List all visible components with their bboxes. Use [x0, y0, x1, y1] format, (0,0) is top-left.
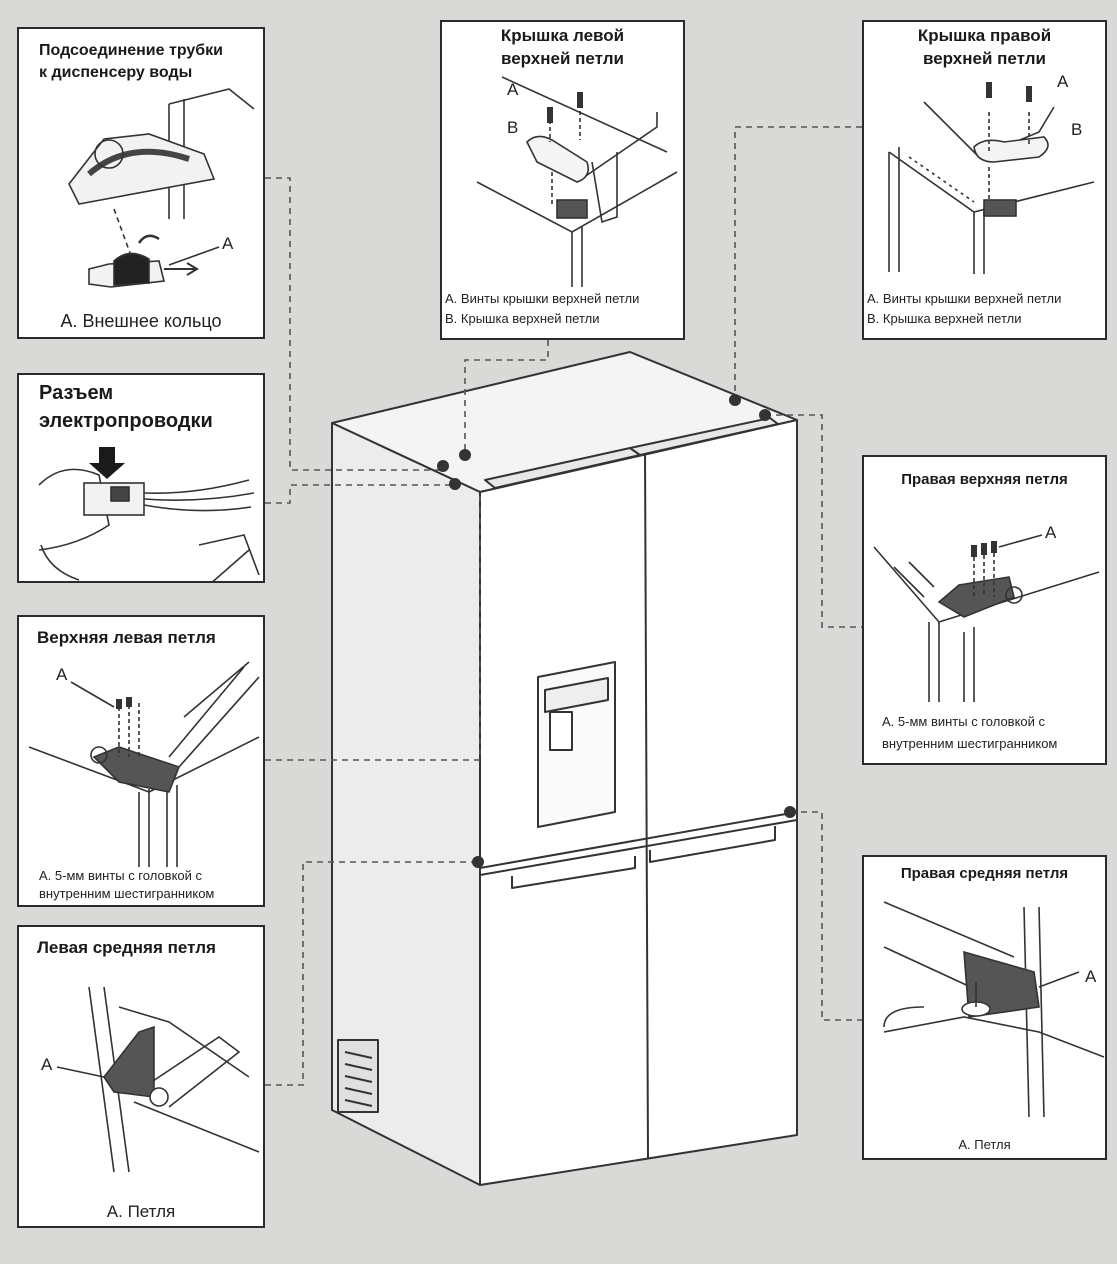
wiring-drawing [38, 447, 260, 581]
panel-left-top-hinge: Верхняя левая петля A A. 5-мм винты с го… [17, 615, 265, 907]
right-top-hinge-caption-line1: A. 5-мм винты с головкой с [882, 714, 1046, 729]
right-middle-hinge-title: Правая средняя петля [900, 865, 1069, 882]
right-hinge-cover-title-line2: верхней петли [922, 49, 1047, 68]
wiring-title-line1: Разъем [39, 382, 114, 404]
wiring-title-line2: электропроводки [39, 410, 213, 432]
water-tube-drawing [68, 88, 255, 288]
right-middle-hinge-label-a: A [1085, 967, 1097, 986]
right-hinge-cover-caption-b: B. Крышка верхней петли [867, 311, 1022, 326]
panel-left-hinge-cover: Крышка левой верхней петли A B A. Винты … [440, 20, 685, 340]
left-top-hinge-title: Верхняя левая петля [37, 628, 216, 647]
right-top-hinge-title: Правая верхняя петля [901, 471, 1068, 488]
panel-water-tube: Подсоединение трубки к диспенсеру воды A… [17, 27, 265, 339]
right-top-hinge-label-a: A [1045, 523, 1057, 542]
left-hinge-cover-label-a: A [507, 80, 519, 99]
left-top-hinge-drawing [28, 661, 260, 867]
right-hinge-cover-label-b: B [1071, 120, 1083, 139]
right-middle-hinge-caption: A. Петля [958, 1137, 1011, 1152]
left-middle-hinge-drawing [56, 986, 260, 1173]
callout-dots [437, 394, 796, 868]
water-tube-caption: A. Внешнее кольцо [60, 311, 222, 331]
panel-wiring: Разъем электропроводки [17, 373, 265, 583]
left-middle-hinge-title: Левая средняя петля [37, 938, 216, 957]
left-hinge-cover-caption-b: B. Крышка верхней петли [445, 311, 600, 326]
water-tube-title-line2: к диспенсеру воды [39, 64, 193, 81]
right-top-hinge-drawing [873, 534, 1100, 702]
callout-lines [265, 126, 862, 1086]
left-top-hinge-caption-line1: A. 5-мм винты с головкой с [39, 868, 203, 883]
panel-right-hinge-cover: Крышка правой верхней петли A B A. Винты… [862, 20, 1107, 340]
left-top-hinge-caption-line2: внутренним шестигранником [39, 886, 215, 901]
panel-right-middle-hinge: Правая средняя петля A A. Петля [862, 855, 1107, 1160]
right-hinge-cover-title-line1: Крышка правой [917, 26, 1052, 45]
left-hinge-cover-title-line1: Крышка левой [500, 26, 625, 45]
water-tube-label-a: A [222, 234, 234, 253]
right-middle-hinge-drawing [883, 901, 1105, 1118]
left-hinge-cover-label-b: B [507, 118, 519, 137]
right-hinge-cover-caption-a: A. Винты крышки верхней петли [867, 291, 1062, 306]
panel-left-middle-hinge: Левая средняя петля A A. Петля [17, 925, 265, 1228]
left-middle-hinge-label-a: A [41, 1055, 53, 1074]
right-hinge-cover-drawing [888, 82, 1095, 274]
left-hinge-cover-title-line2: верхней петли [500, 49, 625, 68]
right-top-hinge-caption-line2: внутренним шестигранником [882, 736, 1058, 751]
right-hinge-cover-label-a: A [1057, 72, 1069, 91]
left-top-hinge-label-a: A [56, 665, 68, 684]
refrigerator [331, 351, 798, 1186]
left-hinge-cover-drawing [476, 76, 678, 287]
left-middle-hinge-caption: A. Петля [106, 1202, 176, 1221]
left-hinge-cover-caption-a: A. Винты крышки верхней петли [445, 291, 640, 306]
panel-right-top-hinge: Правая верхняя петля A A. 5-мм винты с г… [862, 455, 1107, 765]
water-tube-title-line1: Подсоединение трубки [39, 42, 223, 59]
